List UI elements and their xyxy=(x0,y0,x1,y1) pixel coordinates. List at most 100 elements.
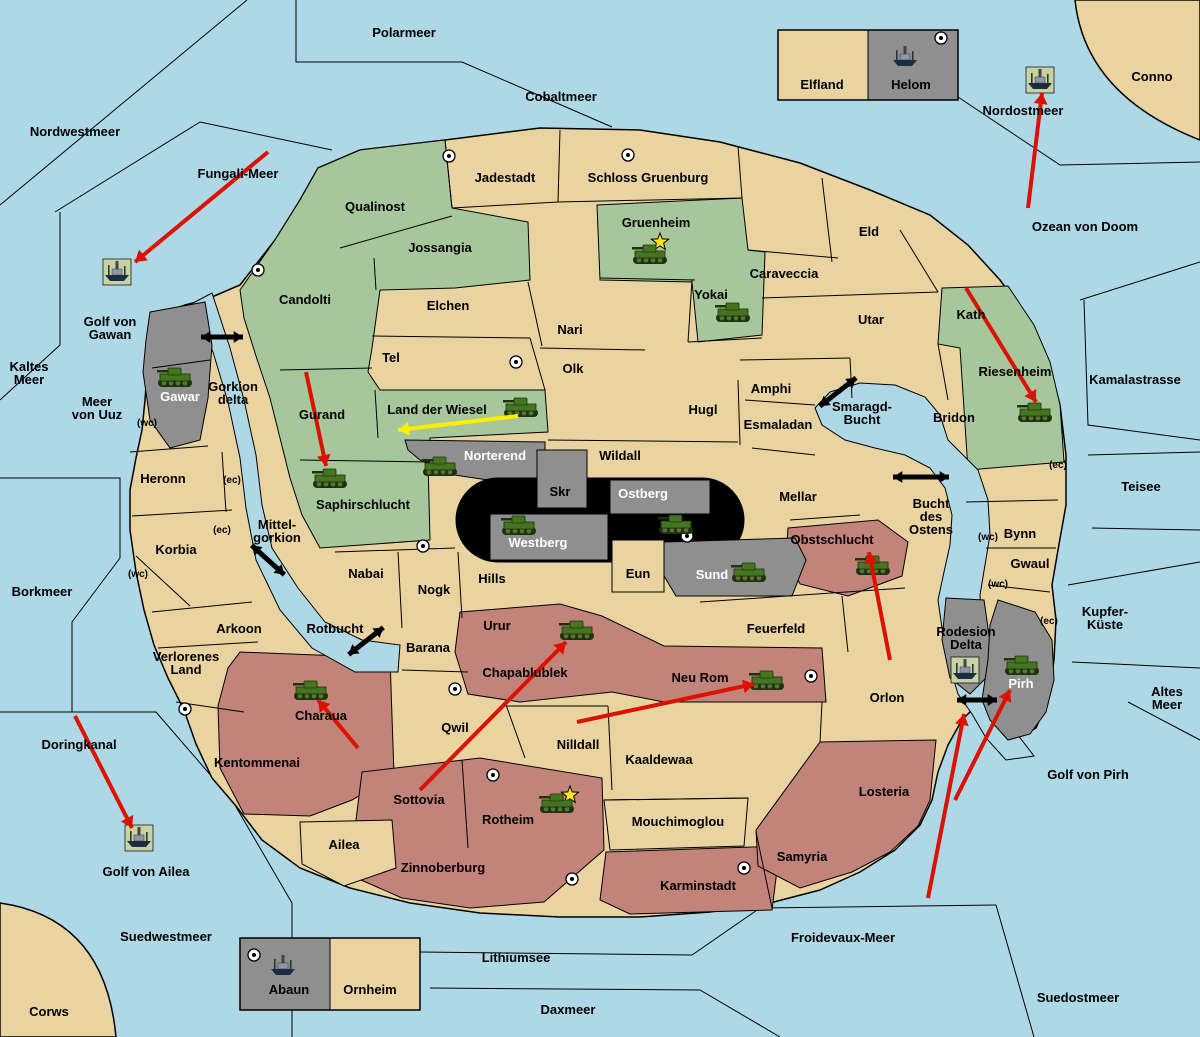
label-line: Gruenheim xyxy=(622,215,691,230)
tank-wheel xyxy=(564,806,570,812)
move-arrow-head-2 xyxy=(1024,389,1037,402)
tank-barrel xyxy=(539,796,550,799)
label-caraveccia: Caraveccia xyxy=(750,266,819,281)
label-line: Urur xyxy=(483,618,510,633)
tank-wheel xyxy=(650,257,656,263)
label-ec: (ec) xyxy=(213,525,231,536)
label-line: Ostens xyxy=(909,522,953,537)
tan-ailea[interactable] xyxy=(299,819,397,887)
gray-skr[interactable] xyxy=(536,449,588,509)
ship-unit-icon[interactable] xyxy=(893,46,917,66)
tank-unit-icon[interactable] xyxy=(1017,402,1052,422)
ship-unit-icon[interactable] xyxy=(1025,66,1055,94)
green-northwest[interactable] xyxy=(239,139,549,549)
label-line: Korbia xyxy=(155,542,197,557)
tank-unit-icon[interactable] xyxy=(731,562,766,582)
ship-mast xyxy=(912,51,914,60)
red-samyria-losteria[interactable] xyxy=(755,739,937,889)
label-chapablublek: Chapablublek xyxy=(482,665,568,680)
tank-turret xyxy=(549,793,564,802)
ship-cabin xyxy=(111,268,123,276)
box-elfland-helom-cell-0[interactable] xyxy=(777,29,869,101)
label-nabai: Nabai xyxy=(348,566,383,581)
label-tel: Tel xyxy=(382,350,400,365)
label-suedwestmeer: Suedwestmeer xyxy=(120,929,212,944)
tank-unit-icon[interactable] xyxy=(539,793,574,813)
tank-turret xyxy=(1014,655,1029,664)
territory-border-48 xyxy=(221,451,227,513)
label-line: Helom xyxy=(891,77,931,92)
label-karminstadt: Karminstadt xyxy=(660,878,737,893)
label-nordostmeer: Nordostmeer xyxy=(983,103,1064,118)
gray-ostberg[interactable] xyxy=(609,479,711,515)
box-elfland-helom xyxy=(777,29,959,101)
ship-mast xyxy=(130,831,132,841)
strait-arrow-head xyxy=(273,564,285,575)
label-nilldall: Nilldall xyxy=(557,737,600,752)
city-marker xyxy=(416,539,430,553)
red-urur-neurom[interactable] xyxy=(454,603,827,703)
territory-border-13 xyxy=(371,335,531,339)
label-line: Gawan xyxy=(89,327,132,342)
red-karminstadt[interactable] xyxy=(599,845,781,915)
tank-unit-icon[interactable] xyxy=(559,620,594,640)
tank-wheel xyxy=(740,315,746,321)
label-norterend: Norterend xyxy=(464,448,526,463)
label-losteria: Losteria xyxy=(859,784,910,799)
tank-wheel xyxy=(676,527,682,533)
territory-border-44 xyxy=(373,257,377,291)
tank-barrel xyxy=(157,370,168,373)
sea-border-4 xyxy=(0,477,121,713)
tank-unit-icon[interactable] xyxy=(312,468,347,488)
tank-barrel xyxy=(559,623,570,626)
label-kamalastrasse: Kamalastrasse xyxy=(1089,372,1181,387)
ship-unit-icon[interactable] xyxy=(950,656,980,684)
label-line: Lithiumsee xyxy=(482,950,551,965)
sea-west-channel[interactable] xyxy=(192,292,401,673)
victory-star-icon xyxy=(560,784,580,804)
tank-unit-icon[interactable] xyxy=(749,670,784,690)
tank-unit-icon[interactable] xyxy=(632,244,667,264)
tank-wheel xyxy=(669,527,675,533)
territory-border-12 xyxy=(527,281,543,347)
tank-wheel xyxy=(550,806,556,812)
box-abaun-ornheim-cell-1[interactable] xyxy=(329,937,421,1011)
tan-eun[interactable] xyxy=(611,539,665,593)
ship-mast xyxy=(896,50,898,60)
tank-unit-icon[interactable] xyxy=(658,514,693,534)
tank-unit-icon[interactable] xyxy=(501,515,536,535)
red-charaua-kentommenai[interactable] xyxy=(217,651,395,817)
ship-unit-icon[interactable] xyxy=(271,955,295,975)
label-line: Neu Rom xyxy=(671,670,728,685)
label-line: Borkmeer xyxy=(12,584,73,599)
label-line: Qwil xyxy=(441,720,468,735)
tank-wheel xyxy=(168,380,174,386)
tank-wheel xyxy=(767,683,773,689)
corws-corner[interactable] xyxy=(0,902,117,1037)
green-kath-riesenheim[interactable] xyxy=(937,285,1065,471)
conno-corner[interactable] xyxy=(1074,0,1200,141)
tank-unit-icon[interactable] xyxy=(422,456,457,476)
label-line: Golf von Pirh xyxy=(1047,767,1129,782)
label-line: Ornheim xyxy=(343,982,396,997)
label-line: Kupfer- xyxy=(1082,604,1128,619)
territory-border-40 xyxy=(965,499,1059,503)
ship-unit-icon[interactable] xyxy=(124,824,154,852)
ship-hull xyxy=(953,673,977,679)
sea-border-3 xyxy=(0,212,61,401)
tank-unit-icon[interactable] xyxy=(293,680,328,700)
tank-wheel xyxy=(719,315,725,321)
tank-unit-icon[interactable] xyxy=(715,302,750,322)
ship-unit-icon[interactable] xyxy=(102,258,132,286)
label-charaua: Charaua xyxy=(295,708,348,723)
tank-wheel xyxy=(507,410,513,416)
move-arrow-head-9 xyxy=(998,690,1012,703)
tank-wheel xyxy=(557,806,563,812)
tank-unit-icon[interactable] xyxy=(1004,655,1039,675)
label-esmaladan: Esmaladan xyxy=(744,417,813,432)
label-line: Meer xyxy=(14,372,44,387)
tank-unit-icon[interactable] xyxy=(157,367,192,387)
territory-border-14 xyxy=(529,337,546,391)
